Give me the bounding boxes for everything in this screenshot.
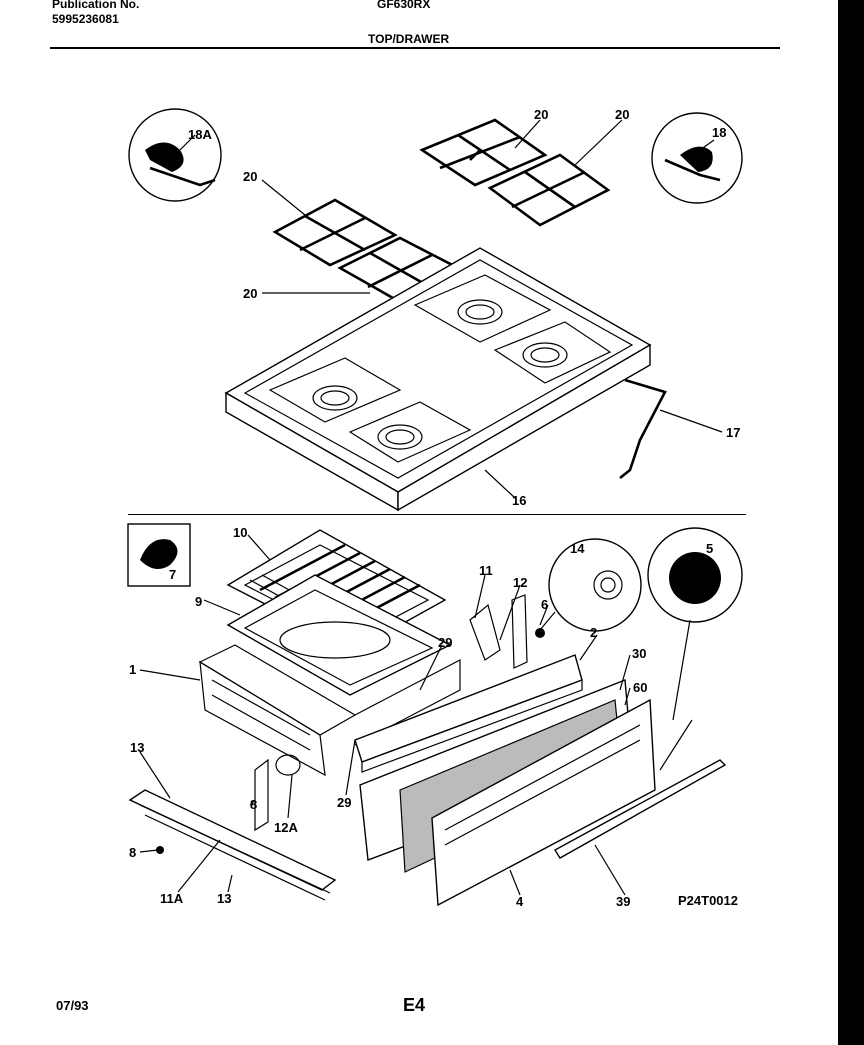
callout-5: 5 (706, 541, 714, 556)
callout-2: 2 (590, 625, 598, 640)
drawer-body-1 (198, 644, 461, 777)
callout-7: 7 (169, 567, 177, 582)
footer-date: 07/93 (56, 998, 89, 1013)
bracket-11 (469, 603, 501, 661)
grate-top-right-b (487, 153, 611, 227)
callout-10: 10 (233, 525, 248, 540)
front-frame-2 (354, 654, 583, 773)
clip-12a (275, 754, 301, 776)
callout-12: 12 (513, 575, 528, 590)
detail-circle-18a (128, 108, 222, 202)
callout-29-b: 29 (337, 795, 352, 810)
grate-top-right-a (419, 118, 548, 187)
callout-16: 16 (512, 493, 527, 508)
rod-39 (554, 759, 727, 859)
callout-4: 4 (516, 894, 524, 909)
publication-label: Publication No. (52, 0, 140, 11)
callout-8-a: 8 (250, 797, 258, 812)
callout-18a: 18A (188, 127, 212, 142)
callout-30: 30 (632, 646, 647, 661)
publication-number: 5995236081 (52, 12, 119, 26)
rod-17 (619, 378, 667, 480)
callout-20-d: 20 (243, 286, 258, 301)
callout-60: 60 (633, 680, 648, 695)
right-border-bar (838, 0, 864, 1045)
callout-13-a: 13 (130, 740, 145, 755)
section-title: TOP/DRAWER (368, 32, 450, 46)
callout-6: 6 (541, 597, 549, 612)
screw-8 (156, 846, 164, 854)
callout-14: 14 (570, 541, 585, 556)
bracket-12a (254, 758, 269, 832)
bracket-12 (511, 594, 528, 669)
model-number: GF630RX (377, 0, 431, 11)
detail-circle-5 (647, 527, 743, 623)
screw-6 (535, 628, 545, 638)
callout-11: 11 (479, 563, 493, 578)
callout-39: 39 (616, 894, 631, 909)
callout-9: 9 (195, 594, 203, 609)
header-rule (50, 47, 780, 49)
callout-13-b: 13 (217, 891, 232, 906)
diagram-code: P24T0012 (678, 893, 738, 908)
callout-1: 1 (129, 662, 137, 677)
callout-12a: 12A (274, 820, 298, 835)
callout-20-c: 20 (243, 169, 258, 184)
cooktop-assembly (224, 247, 652, 512)
detail-circle-18 (651, 112, 743, 204)
detail-circle-14 (548, 538, 642, 632)
section-divider (128, 514, 746, 515)
callout-20-b: 20 (615, 107, 630, 122)
rail-13 (128, 789, 337, 901)
detail-box-7 (127, 523, 191, 587)
page-number: E4 (403, 995, 426, 1015)
callout-17: 17 (726, 425, 741, 440)
leader-lines (139, 119, 723, 896)
grate-left-a (272, 198, 398, 267)
callout-20-a: 20 (534, 107, 549, 122)
callout-8-b: 8 (129, 845, 137, 860)
callout-29-a: 29 (438, 635, 453, 650)
callout-18: 18 (712, 125, 727, 140)
callout-11a: 11A (160, 891, 184, 906)
drawer-front-4 (431, 698, 656, 907)
tray-9 (226, 574, 452, 696)
